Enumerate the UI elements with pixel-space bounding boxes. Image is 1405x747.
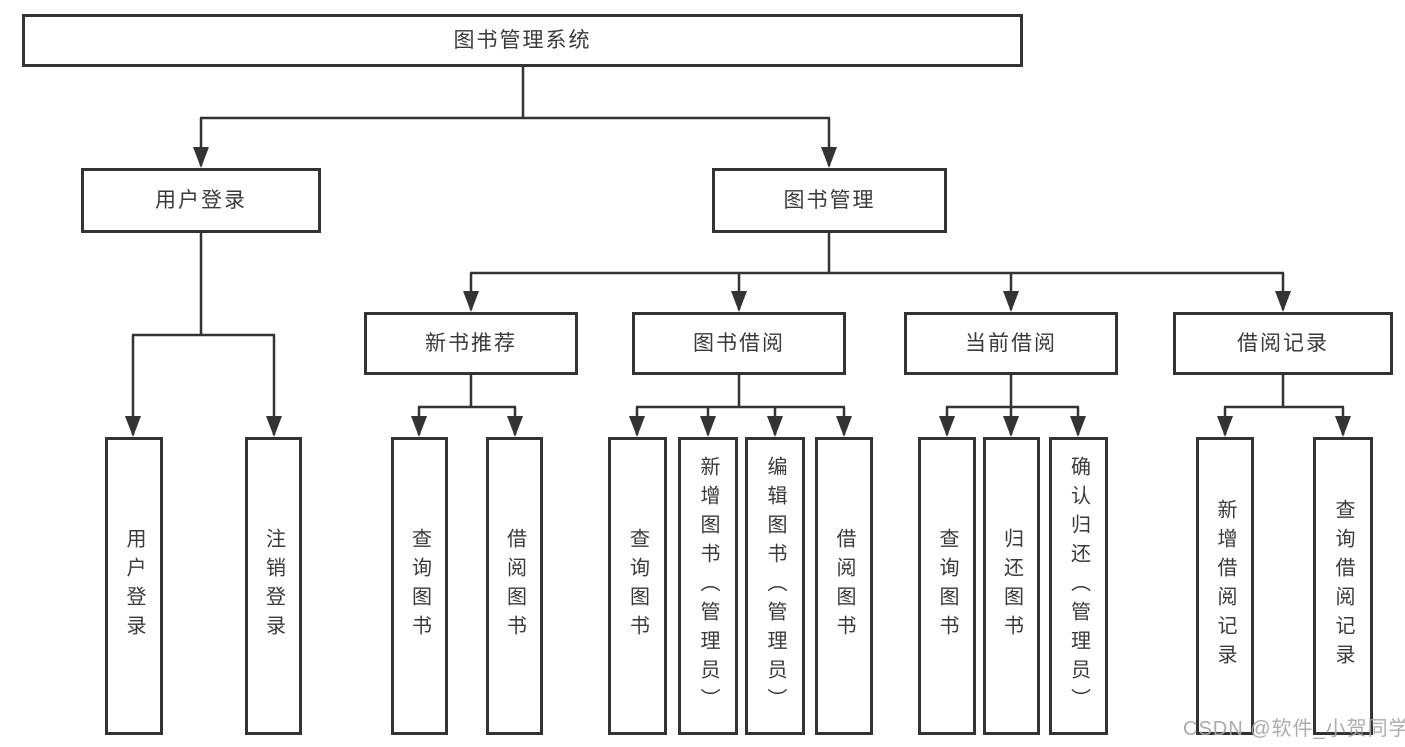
node-book-borrow: 图书借阅 xyxy=(632,312,846,375)
leaf-confirm-return-admin: 确认归还（管理员） xyxy=(1049,437,1108,735)
node-book-management: 图书管理 xyxy=(712,168,947,233)
leaf-query-books-borrow: 查询图书 xyxy=(608,437,667,735)
watermark: CSDN @软件_小贺同学 xyxy=(1183,718,1405,740)
leaf-logout: 注销登录 xyxy=(245,437,302,735)
connector-borrowrecords-to-leaves xyxy=(1223,374,1345,435)
leaf-add-borrow-record: 新增借阅记录 xyxy=(1196,437,1254,735)
leaf-return-books: 归还图书 xyxy=(983,437,1040,735)
node-user-login: 用户登录 xyxy=(81,168,321,233)
leaf-borrow-books: 借阅图书 xyxy=(815,437,873,735)
leaf-query-books-recommend: 查询图书 xyxy=(391,437,448,735)
node-current-borrow: 当前借阅 xyxy=(904,312,1118,375)
leaf-borrow-books-recommend: 借阅图书 xyxy=(486,437,543,735)
connector-userlogin-to-leaves xyxy=(131,232,276,435)
connector-bookmgmt-to-level3 xyxy=(469,232,1285,310)
arrowheads xyxy=(125,147,1351,437)
node-root-library-system: 图书管理系统 xyxy=(22,14,1023,67)
leaf-query-borrow-record: 查询借阅记录 xyxy=(1313,437,1373,735)
leaf-user-login: 用户登录 xyxy=(105,437,163,735)
connector-root-to-level2 xyxy=(199,66,831,166)
connector-newbook-to-leaves xyxy=(417,374,517,435)
leaf-add-books-admin: 新增图书（管理员） xyxy=(678,437,738,735)
connector-bookborrow-to-leaves xyxy=(635,374,846,435)
leaf-edit-books-admin: 编辑图书（管理员） xyxy=(745,437,805,735)
leaf-query-books-current: 查询图书 xyxy=(918,437,976,735)
node-new-book-recommend: 新书推荐 xyxy=(364,312,578,375)
node-borrow-records: 借阅记录 xyxy=(1173,312,1393,375)
